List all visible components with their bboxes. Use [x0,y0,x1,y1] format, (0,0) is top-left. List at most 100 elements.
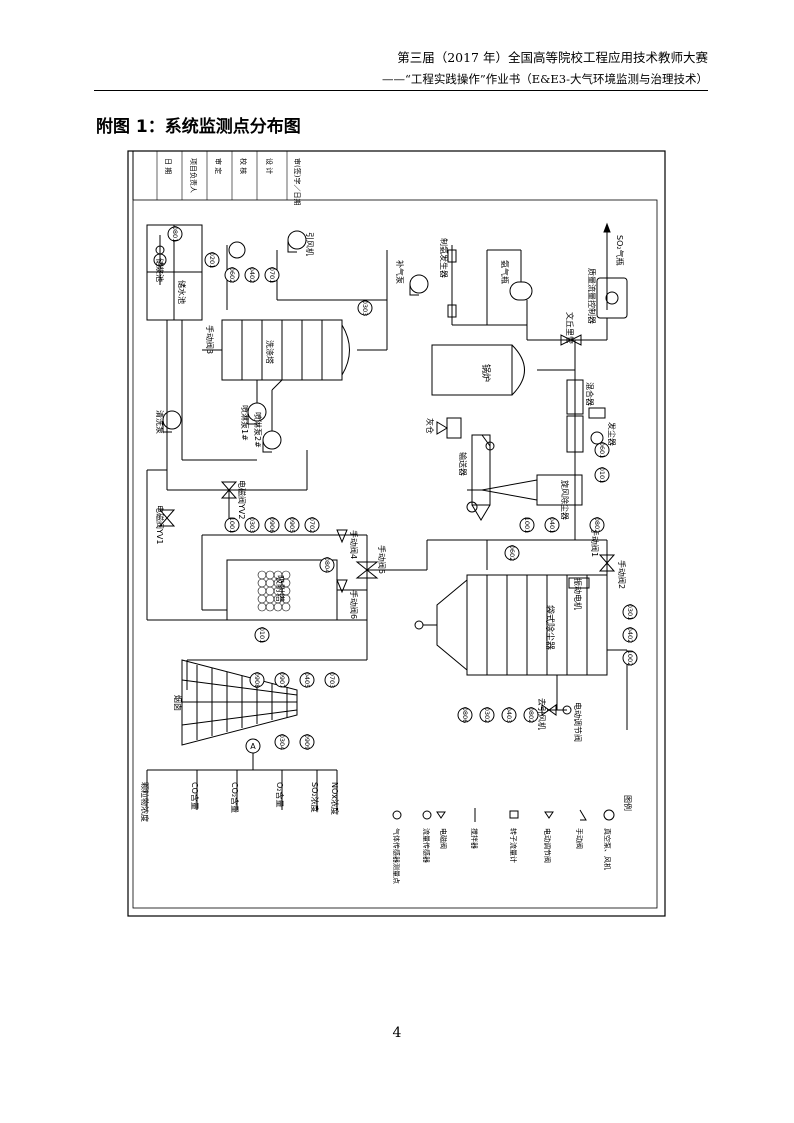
gas-sensor-icon [392,810,402,820]
header-divider [94,90,708,91]
legend-item: 转子流量计 [509,828,518,863]
legend-item: 气体传感器测量点 [392,828,401,884]
manual-valve-6-label: 手动阀6 [349,590,359,619]
legend-item: 电动调节阀 [543,828,552,863]
svg-text:0403: 0403 [505,707,513,724]
header-line-1: 第三届（2017 年）全国高等院校工程应用技术教师大赛 [397,50,708,65]
monitoring-point: 0403 [501,707,517,724]
monitoring-point: 1001 [519,517,535,534]
monitoring-point: 0302 [479,707,495,723]
fan-icon [603,809,615,821]
svg-text:0304: 0304 [278,734,286,751]
flow-sensor-icon [422,810,432,820]
svg-text:0703: 0703 [328,672,336,689]
analyzer-item: NOx浓度 [330,782,340,815]
induced-fan-label: 引风机 [305,232,315,256]
svg-text:0405: 0405 [303,672,311,689]
monitoring-point: 0907 [274,672,290,689]
ammonia-bottle-label: 氨气瓶 [500,260,510,284]
monitoring-point: 0909 [299,734,315,751]
legend-item: 手动阀 [575,828,584,849]
legend-item: 真空泵、风机 [603,828,612,870]
monitoring-point: 0702 [304,517,320,533]
monitoring-point: 0201 [204,252,220,269]
svg-text:0602: 0602 [228,267,236,284]
page-number: 4 [392,1025,402,1041]
legend-item: 流量传感器 [422,828,431,863]
monitoring-point: 0101 [254,627,270,643]
svg-text:0909: 0909 [303,734,311,751]
svg-text:0905: 0905 [288,517,296,534]
conveyor-label: 输送器 [458,452,468,476]
monitoring-point: 0701 [264,267,280,283]
figure-title: 附图 1：系统监测点分布图 [96,117,301,137]
so2-gas-label: SO₂气瓶 [615,235,625,266]
water-tank-label: 储水池 [177,280,187,304]
svg-text:0802: 0802 [593,517,601,534]
analyzer-item: O₂含量 [275,782,285,808]
monitoring-point: 0303 [244,517,260,533]
clean-pump-label: 清洗泵 [155,410,165,434]
monitoring-point: 0405 [299,672,315,689]
vibrator-label: 振动电机 [573,578,583,610]
monitoring-point: 0802 [589,517,605,534]
monitoring-point: 1002 [622,650,638,666]
legend-item: 电磁阀 [439,828,448,849]
title-block-cell: 日 期 [164,158,172,174]
manual-valve-3-label: 手动阀3 [205,325,215,354]
venturi-label: 文丘里管 [565,312,575,344]
analyzer-item: SO₂浓度 [310,782,320,813]
svg-text:A: A [250,742,256,751]
monitoring-point: 0801 [167,226,183,242]
svg-text:1001: 1001 [523,517,531,534]
svg-text:0601: 0601 [598,442,606,459]
title-block: 审(签)字／日期 设 计 校 核 审 定 项目负责人 日 期 [132,151,302,205]
monitoring-point: 0804 [319,557,335,573]
fan-label: 补气泵 [395,260,405,284]
ash-bin-label: 灰仓 [425,418,435,434]
svg-text:0101: 0101 [598,467,606,484]
svg-text:0301: 0301 [626,604,634,621]
monitoring-point: 0304 [274,734,290,751]
svg-text:0802: 0802 [527,707,535,724]
mass-flow-label: 质量流量控制器 [587,268,597,324]
ammonia-gen-label: 制氨发生器 [439,238,449,278]
scrubber-label: 洗涤塔 [265,340,275,364]
svg-text:0806: 0806 [461,707,469,724]
monitoring-point: 0601 [594,442,610,459]
svg-text:0906: 0906 [268,517,276,534]
solenoid-valve-icon [436,811,446,819]
bag-filter-label: 袋式除尘器 [544,605,556,650]
analyzer-item: 颗粒物浓度 [140,782,150,822]
spray-pump-2-label: 喷淋泵2# [253,412,263,448]
monitoring-point: 0802 [523,707,539,724]
monitoring-point: 0401 [544,517,560,534]
monitoring-point: 0906 [264,517,280,534]
title-block-cell: 审(签)字／日期 [293,158,302,205]
manual-valve-5-label: 手动阀5 [377,545,387,574]
analyzer-item: CO含量 [190,782,200,810]
cyclone-label: 旋风除尘器 [560,480,570,520]
monitoring-point: 1001 [224,517,240,534]
monitoring-point: 0703 [324,672,340,689]
svg-text:0401: 0401 [548,517,556,534]
manual-valve-2-label: 手动阀2 [617,560,627,589]
monitoring-point: 0905 [284,517,300,534]
manual-valve-icon [579,809,587,821]
header-line-2: ——“工程实践操作”作业书（E&E3-大气环境监测与治理技术） [382,72,708,86]
chimney-label: 烟囱 [173,695,183,711]
mixer-label: 混合器 [585,382,595,406]
monitoring-point: 0402 [622,627,638,643]
svg-text:0402: 0402 [248,267,256,284]
absorber-label: 吸附塔 [274,575,286,602]
monitoring-point: 0301 [622,604,638,621]
monitoring-point: 0602 [504,545,520,562]
svg-text:0602: 0602 [508,545,516,562]
dust-feeder-label: 发尘器 [607,422,617,446]
svg-text:0201: 0201 [208,252,216,269]
solenoid-v1-label: 电磁阀YV1 [155,505,165,544]
svg-text:0907: 0907 [278,672,286,689]
svg-text:1001: 1001 [228,517,236,534]
svg-text:0908: 0908 [253,672,261,689]
monitoring-point: 0303 [357,300,373,316]
